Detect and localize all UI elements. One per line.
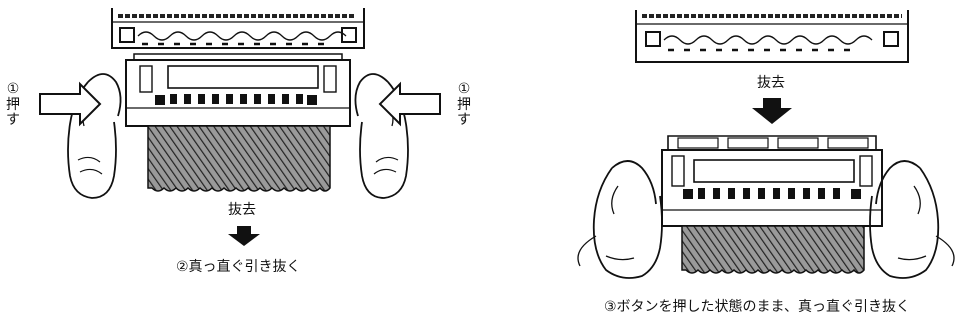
left-connector-body (125, 53, 351, 127)
push-char-2: す (6, 112, 20, 129)
right-header-housing (635, 10, 909, 63)
right-remove-label: 抜去 (757, 75, 785, 91)
right-pull-arrow (752, 98, 792, 124)
left-step2-caption: ②真っ直ぐ引き抜く (176, 259, 301, 275)
right-panel-right-hand (869, 160, 955, 279)
right-illustration (577, 10, 955, 279)
push-step-number: ① (457, 81, 471, 97)
right-connector-body (661, 135, 883, 227)
push-char-1: 押 (457, 96, 471, 113)
right-step3-caption: ③ボタンを押した状態のまま、真っ直ぐ引き抜く (604, 299, 910, 315)
right-contact-pins (698, 188, 840, 199)
push-arrow-left (39, 81, 102, 127)
left-remove-label: 抜去 (228, 202, 256, 218)
push-step-number: ① (6, 81, 20, 97)
left-header-housing (111, 8, 365, 49)
left-pull-arrow (228, 226, 260, 246)
push-label-left: ① 押 す (4, 81, 22, 129)
push-label-right: ① 押 す (455, 81, 473, 129)
right-flat-cable (681, 225, 865, 274)
left-thumb (67, 73, 122, 199)
right-panel-left-hand (577, 160, 663, 279)
left-illustration (39, 8, 441, 246)
left-contact-pins (170, 94, 303, 104)
push-char-2: す (457, 112, 471, 129)
push-char-1: 押 (6, 96, 20, 113)
push-arrow-right (378, 81, 441, 127)
left-flat-cable (147, 125, 331, 192)
